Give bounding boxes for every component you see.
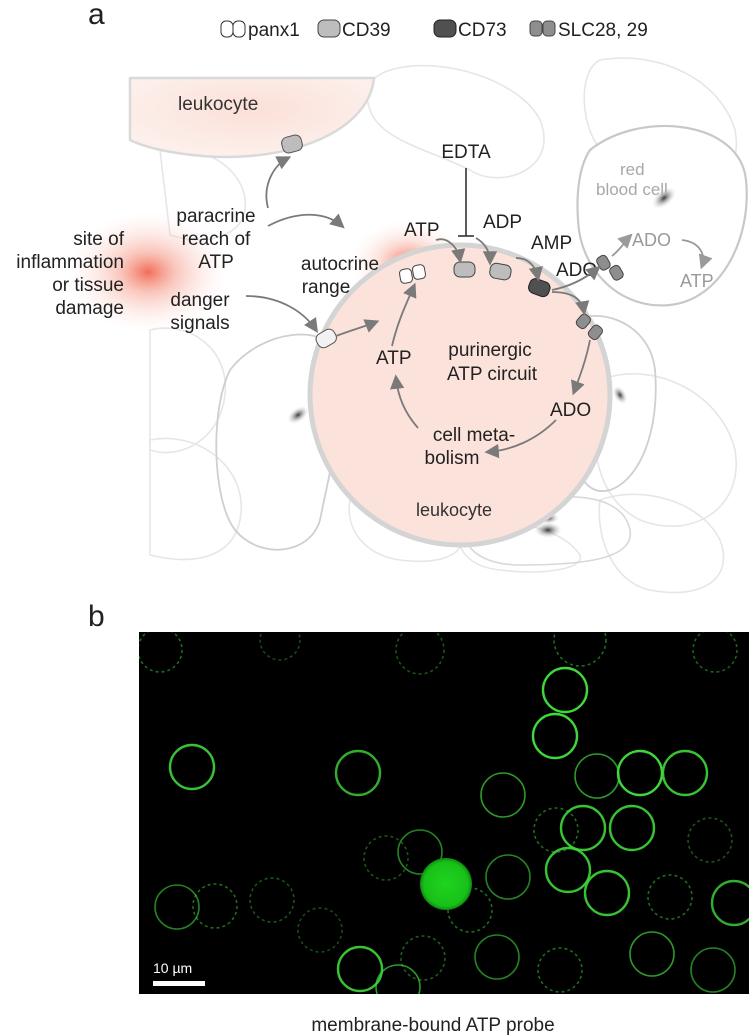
arrow-paracrine-to-autocrine xyxy=(268,215,342,226)
circuit-line-2: ATP circuit xyxy=(447,364,538,385)
rbc-label-line2: blood cell xyxy=(596,180,668,199)
metabolism-line-2: bolism xyxy=(425,448,480,469)
paracrine-line-1: paracrine xyxy=(176,206,255,227)
site-line-4: damage xyxy=(55,298,124,319)
bright-cell xyxy=(420,858,472,910)
site-line-3: or tissue xyxy=(52,275,124,296)
autocrine-line-1: autocrine xyxy=(301,254,379,275)
main-leukocyte: leukocyte xyxy=(310,245,610,545)
panel-b-letter: b xyxy=(88,600,105,633)
panel-a-letter: a xyxy=(88,0,105,31)
amp-label: AMP xyxy=(531,233,572,254)
paracrine-line-2: reach of xyxy=(182,229,251,250)
top-leukocyte-label: leukocyte xyxy=(178,94,258,115)
autocrine-line-2: range xyxy=(302,277,351,298)
arrow-paracrine-to-top-leukocyte xyxy=(266,158,288,208)
panel-b-caption: membrane-bound ATP probe xyxy=(311,1015,554,1036)
cd39-enzyme-1 xyxy=(454,262,475,277)
panx1-channel-left xyxy=(399,268,413,284)
top-leukocyte: leukocyte xyxy=(130,78,374,157)
atp-intracellular-label: ATP xyxy=(376,348,412,369)
ado-inner-label: ADO xyxy=(550,400,591,421)
cd73-enzyme-icon xyxy=(434,20,456,37)
panel-b: b 10 µm membrane-bound ATP probe xyxy=(88,600,749,1036)
panx1-channel-icon xyxy=(221,21,245,37)
slc-transporter-icon xyxy=(530,21,555,36)
atp-in-rbc: ATP xyxy=(680,271,714,291)
atp-extracellular-label: ATP xyxy=(404,220,440,241)
site-line-1: site of xyxy=(73,229,124,250)
legend-label-panx1: panx1 xyxy=(248,20,300,41)
legend-label-slc: SLC28, 29 xyxy=(558,20,648,41)
microscopy-image xyxy=(139,632,749,994)
legend: panx1 CD39 CD73 SLC28, 29 xyxy=(221,20,648,41)
arrow-danger-to-channel xyxy=(246,296,316,330)
rbc-label-line1: red xyxy=(620,160,645,179)
site-line-2: inflammation xyxy=(16,252,124,273)
legend-label-cd73: CD73 xyxy=(458,20,507,41)
ado-outer-label: ADO xyxy=(556,260,597,281)
paracrine-line-3: ATP xyxy=(198,252,234,273)
scale-bar-label: 10 µm xyxy=(153,960,192,976)
edta-label: EDTA xyxy=(441,142,491,163)
danger-line-1: danger xyxy=(170,290,230,311)
legend-label-cd39: CD39 xyxy=(342,20,391,41)
cd39-enzyme-icon xyxy=(318,20,340,37)
metabolism-line-1: cell meta- xyxy=(433,425,515,446)
panx1-channel-right xyxy=(412,264,426,280)
adp-label: ADP xyxy=(483,212,522,233)
ado-in-rbc: ADO xyxy=(632,230,671,250)
circuit-line-1: purinergic xyxy=(448,340,531,361)
panel-a: a panx1 CD39 CD73 SLC28, 29 xyxy=(16,0,746,593)
main-leukocyte-label: leukocyte xyxy=(416,500,492,520)
red-blood-cell-top-right: red blood cell ADO ATP xyxy=(578,126,747,305)
danger-line-2: signals xyxy=(170,313,229,334)
